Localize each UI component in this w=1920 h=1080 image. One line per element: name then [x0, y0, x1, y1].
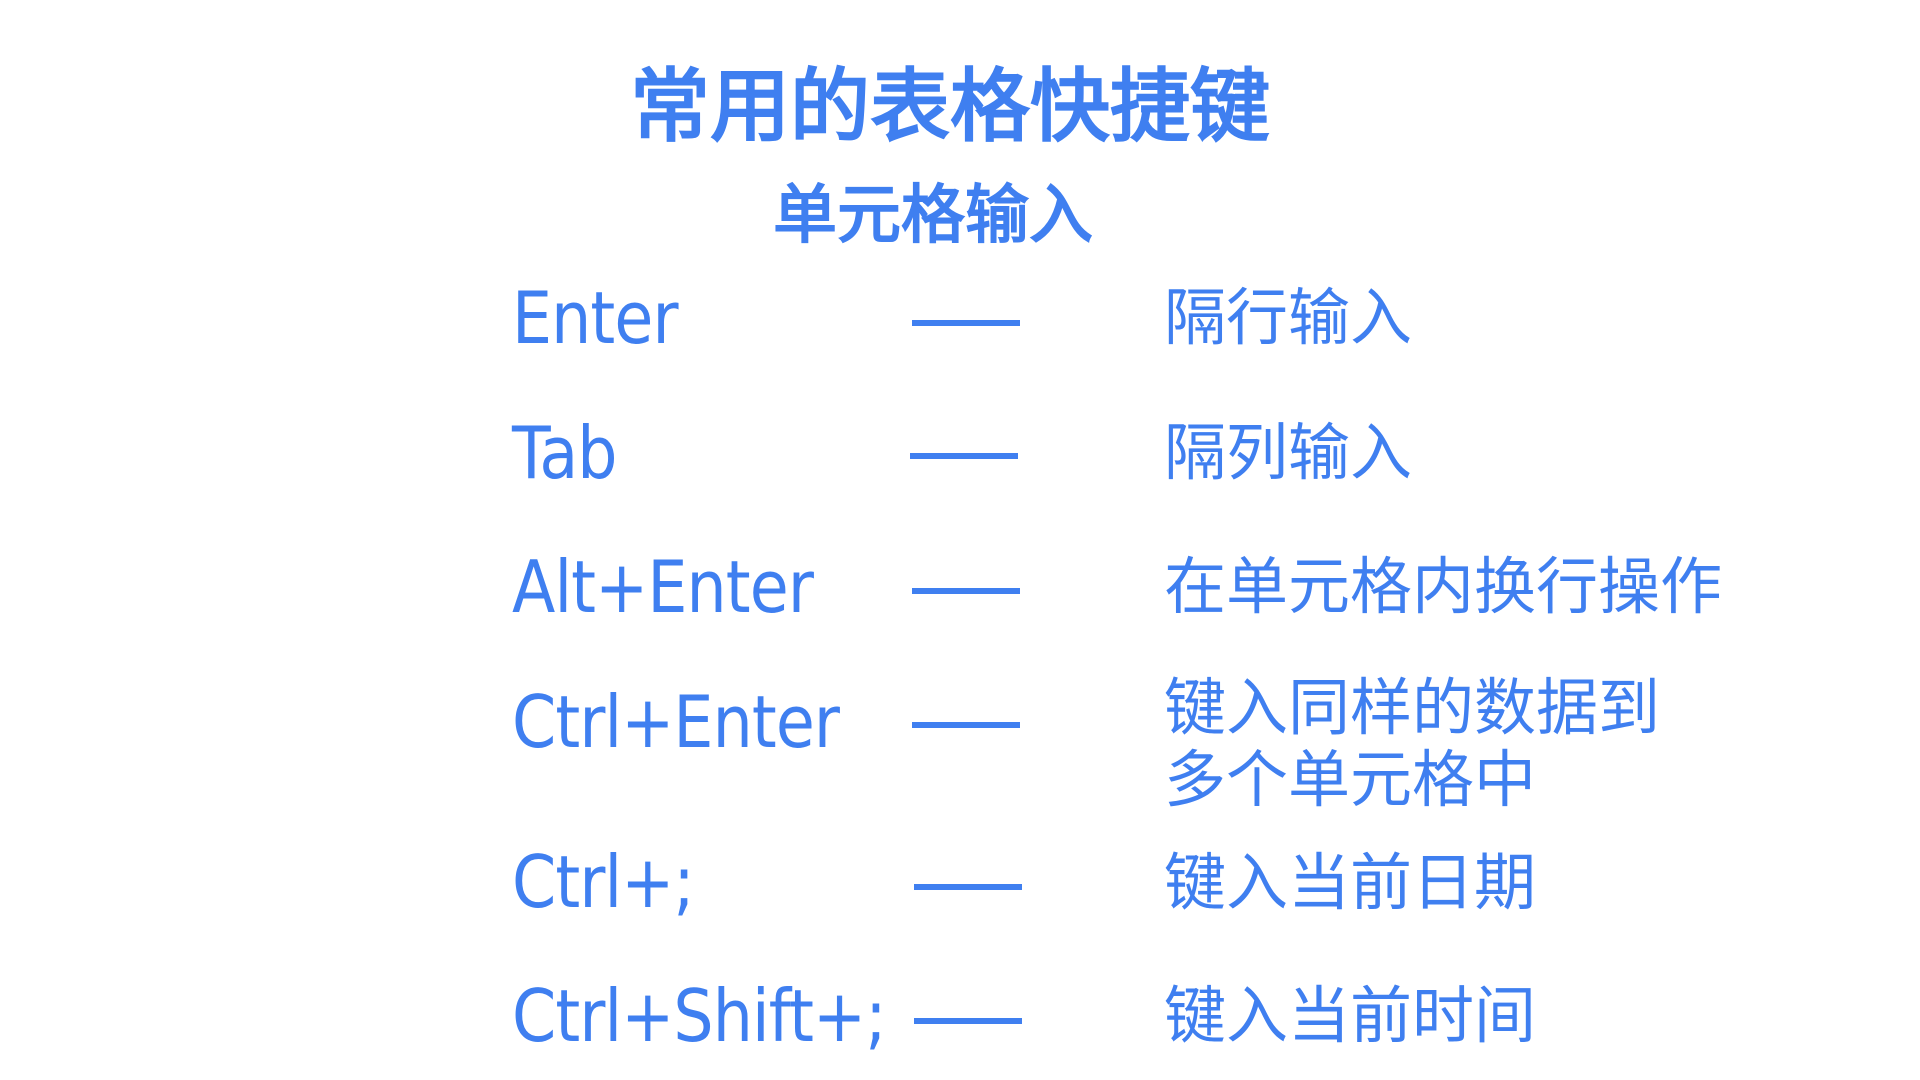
- description-line: 多个单元格中: [1164, 743, 1537, 816]
- separator-dash: [914, 884, 1022, 890]
- shortcut-key: Alt+Enter: [512, 545, 814, 629]
- shortcut-description: 在单元格内换行操作: [1164, 551, 1722, 623]
- page-title: 常用的表格快捷键: [630, 60, 1270, 153]
- shortcut-key: Enter: [512, 276, 679, 360]
- shortcut-key: Ctrl+Enter: [512, 680, 840, 764]
- separator-dash: [910, 453, 1018, 459]
- description-line: 键入同样的数据到: [1164, 671, 1661, 744]
- description-line: 键入当前日期: [1164, 846, 1537, 919]
- shortcut-description: 键入同样的数据到 多个单元格中: [1164, 672, 1660, 816]
- separator-dash: [912, 722, 1020, 728]
- description-line: 隔列输入: [1164, 416, 1413, 489]
- shortcut-description: 隔行输入: [1164, 282, 1412, 354]
- separator-dash: [914, 1018, 1022, 1024]
- separator-dash: [912, 320, 1020, 326]
- shortcut-description: 键入当前日期: [1164, 847, 1536, 919]
- shortcut-key: Ctrl+;: [512, 840, 695, 924]
- description-line: 隔行输入: [1164, 281, 1413, 354]
- shortcut-key: Ctrl+Shift+;: [512, 974, 887, 1058]
- section-subtitle: 单元格输入: [773, 179, 1093, 253]
- shortcut-description: 隔列输入: [1164, 417, 1412, 489]
- shortcut-description: 键入当前时间: [1164, 980, 1536, 1052]
- separator-dash: [912, 588, 1020, 594]
- shortcut-key: Tab: [512, 411, 618, 495]
- description-line: 键入当前时间: [1164, 979, 1537, 1052]
- description-line: 在单元格内换行操作: [1164, 550, 1723, 623]
